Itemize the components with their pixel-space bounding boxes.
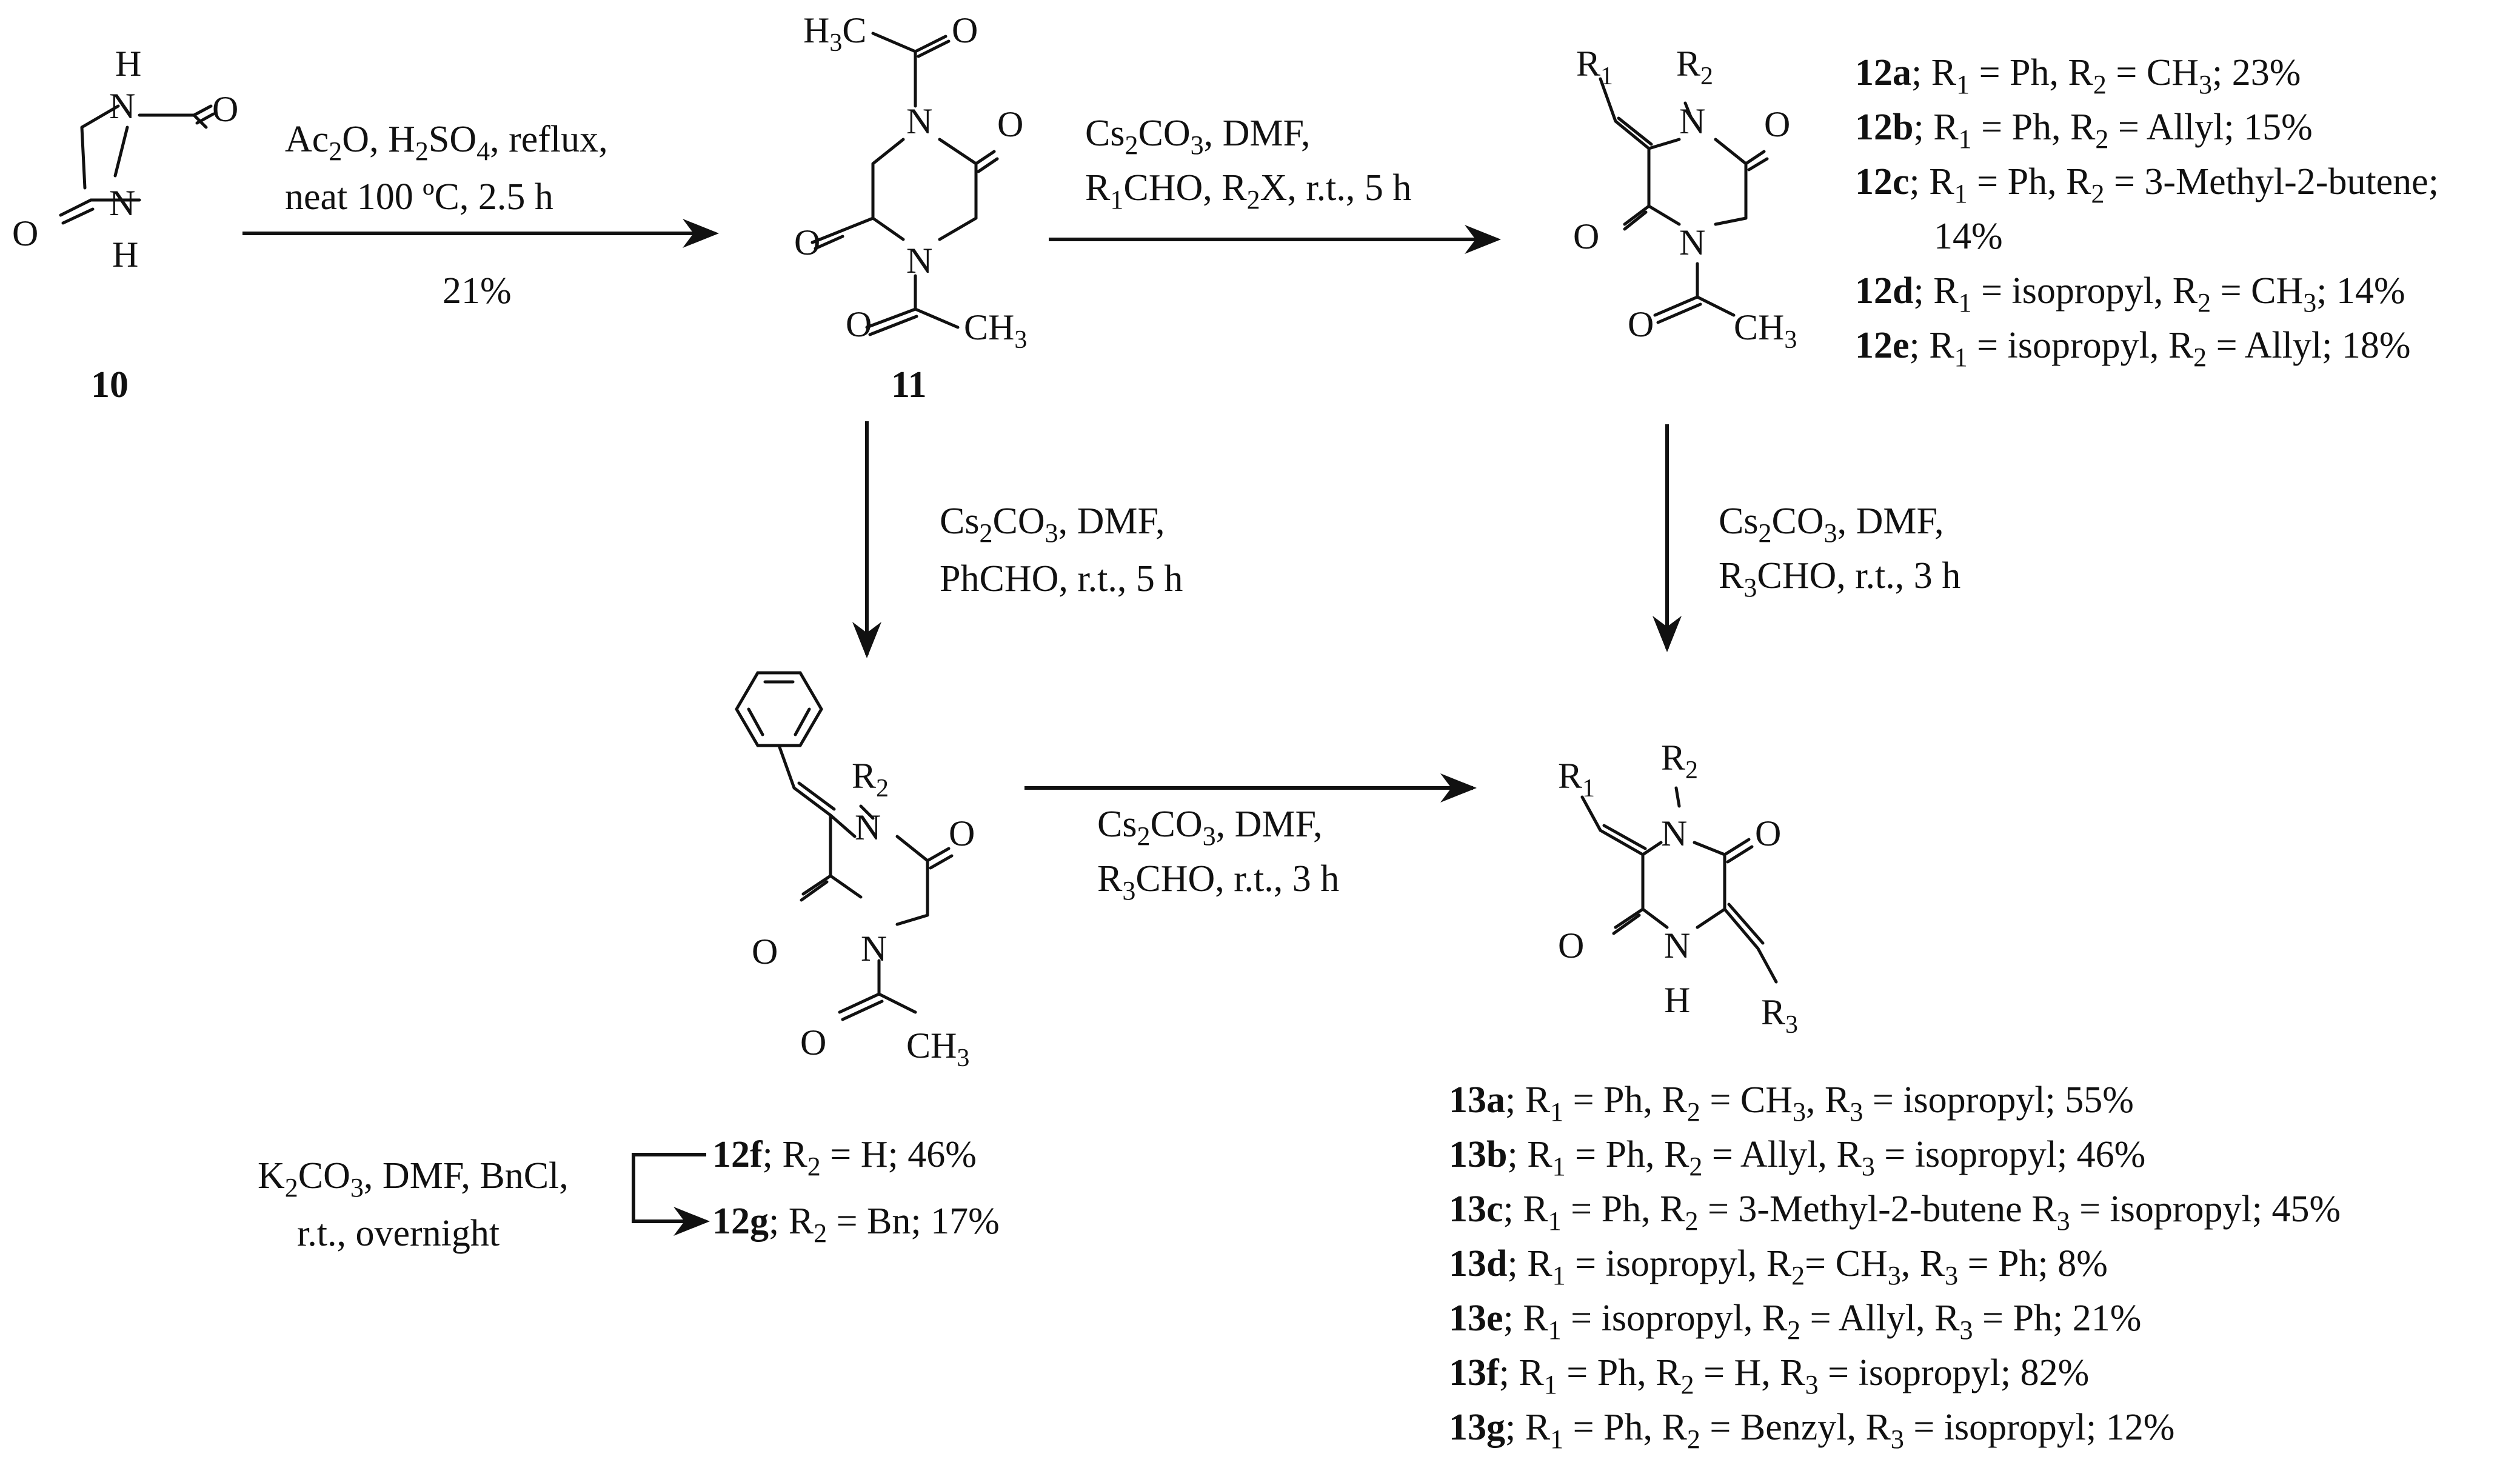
step2-line2: R1CHO, R2X, r.t., 5 h (1085, 167, 1411, 215)
step1-line2: neat 100 ºC, 2.5 h (285, 176, 553, 218)
atom-O: O (800, 1023, 826, 1063)
step1-line1: Ac2O, H2SO4, reflux, (285, 119, 608, 166)
step3-line1: Cs2CO3, DMF, (940, 501, 1165, 548)
list-item-13a: 13a; R1 = Ph, R2 = CH3, R3 = isopropyl; … (1449, 1079, 2134, 1127)
list-item-12b: 12b; R1 = Ph, R2 = Allyl; 15% (1855, 107, 2313, 154)
atom-N: N (1679, 101, 1705, 141)
atom-R1: R1 (1558, 756, 1595, 802)
arrow-step5: Cs2CO3, DMF, R3CHO, r.t., 3 h (1024, 773, 1477, 906)
arrow-step3: Cs2CO3, DMF, PhCHO, r.t., 5 h (852, 421, 1183, 658)
list-13a-g: 13a; R1 = Ph, R2 = CH3, R3 = isopropyl; … (1449, 1079, 2341, 1454)
atom-O: O (212, 89, 238, 129)
list-item-13d: 13d; R1 = isopropyl, R2= CH3, R3 = Ph; 8… (1449, 1243, 2108, 1290)
atom-H3C: H3C (803, 10, 866, 57)
list-item-12g: 12g; R2 = Bn; 17% (712, 1201, 1000, 1248)
atom-N: N (855, 807, 881, 847)
structure-12: R1 R2 N O O N O CH3 (1573, 44, 1797, 354)
atom-O: O (794, 222, 820, 262)
atom-N: N (109, 183, 135, 223)
atom-CH3: CH3 (906, 1026, 969, 1072)
list-item-13b: 13b; R1 = Ph, R2 = Allyl, R3 = isopropyl… (1449, 1134, 2145, 1181)
atom-CH3: CH3 (964, 307, 1027, 354)
atom-H: H (115, 44, 141, 84)
list-item-12e: 12e; R1 = isopropyl, R2 = Allyl; 18% (1855, 325, 2411, 372)
atom-O: O (1573, 216, 1599, 256)
atom-H: H (112, 235, 138, 275)
list-item-12f: 12f; R2 = H; 46% (712, 1134, 977, 1181)
atom-R2: R2 (852, 756, 889, 802)
structure-10: H N O N H O 10 (12, 44, 238, 405)
list-item-13f: 13f; R1 = Ph, R2 = H, R3 = isopropyl; 82… (1449, 1352, 2089, 1400)
arrow-step2: Cs2CO3, DMF, R1CHO, R2X, r.t., 5 h (1049, 113, 1501, 254)
step2-line1: Cs2CO3, DMF, (1085, 113, 1311, 160)
step5-line1: Cs2CO3, DMF, (1097, 804, 1323, 851)
list-item-13c: 13c; R1 = Ph, R2 = 3-Methyl-2-butene R3 … (1449, 1189, 2341, 1236)
atom-O: O (1558, 926, 1584, 966)
atom-H: H (1664, 980, 1690, 1020)
compound-label-10: 10 (91, 364, 129, 405)
structure-13: R1 R2 N O O N H R3 (1558, 738, 1798, 1039)
atom-N: N (861, 929, 887, 969)
list-item-12a: 12a; R1 = Ph, R2 = CH3; 23% (1855, 52, 2301, 99)
atom-O: O (1628, 304, 1654, 344)
atom-O: O (952, 10, 978, 50)
list-item-12d: 12d; R1 = isopropyl, R2 = CH3; 14% (1855, 270, 2405, 318)
structure-11: H3C O N O O N O CH3 11 (794, 10, 1027, 405)
step3-line2: PhCHO, r.t., 5 h (940, 558, 1183, 599)
atom-R2: R2 (1661, 738, 1698, 784)
structure-12f: R2 N O O N O CH3 (735, 671, 975, 1072)
atom-R3: R3 (1761, 992, 1798, 1039)
list-item-12c: 12c; R1 = Ph, R2 = 3-Methyl-2-butene; (1855, 161, 2439, 209)
step4-line1: Cs2CO3, DMF, (1719, 501, 1944, 548)
arrow-step1: Ac2O, H2SO4, reflux, neat 100 ºC, 2.5 h … (242, 119, 719, 312)
atom-O: O (1764, 104, 1790, 144)
list-item-12c-yield: 14% (1934, 216, 2003, 257)
atom-N: N (1661, 813, 1687, 853)
step6-line2: r.t., overnight (297, 1213, 500, 1254)
atom-O: O (1755, 813, 1781, 853)
step6-line1: K2CO3, DMF, BnCl, (258, 1155, 569, 1203)
atom-O: O (997, 104, 1023, 144)
atom-R2: R2 (1676, 44, 1713, 90)
atom-R1: R1 (1576, 44, 1613, 90)
atom-N: N (906, 241, 932, 281)
step5-line2: R3CHO, r.t., 3 h (1097, 858, 1339, 906)
benzylation-step: K2CO3, DMF, BnCl, r.t., overnight 12f; R… (258, 1134, 1000, 1254)
arrow-step4: Cs2CO3, DMF, R3CHO, r.t., 3 h (1653, 424, 1960, 652)
atom-N: N (906, 101, 932, 141)
atom-O: O (949, 813, 975, 853)
list-item-13e: 13e; R1 = isopropyl, R2 = Allyl, R3 = Ph… (1449, 1298, 2141, 1345)
atom-O: O (752, 932, 778, 972)
step1-yield: 21% (443, 270, 512, 312)
step4-line2: R3CHO, r.t., 3 h (1719, 555, 1960, 602)
atom-O: O (846, 304, 872, 344)
atom-O: O (12, 213, 38, 253)
list-item-13g: 13g; R1 = Ph, R2 = Benzyl, R3 = isopropy… (1449, 1407, 2174, 1454)
atom-CH3: CH3 (1734, 307, 1797, 354)
compound-label-11: 11 (891, 364, 927, 405)
atom-N: N (1679, 222, 1705, 262)
atom-N: N (1664, 926, 1690, 966)
list-12a-e: 12a; R1 = Ph, R2 = CH3; 23% 12b; R1 = Ph… (1855, 52, 2439, 372)
atom-N: N (109, 86, 135, 126)
